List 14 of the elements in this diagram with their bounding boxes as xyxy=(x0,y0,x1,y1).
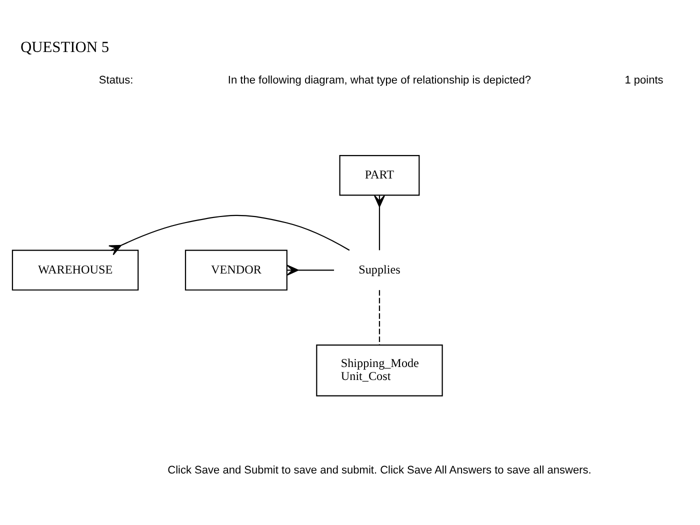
connector xyxy=(286,264,334,276)
label: In the following diagram, what type of relationship is depicted? xyxy=(228,74,532,86)
node-text: Supplies xyxy=(358,262,400,276)
node-box: WAREHOUSE xyxy=(12,249,139,290)
connector xyxy=(374,194,385,250)
diagram-title: QUESTION 5 xyxy=(20,38,110,56)
node-box: Shipping_Mode Unit_Cost xyxy=(316,344,443,396)
connector xyxy=(378,290,380,344)
connector xyxy=(108,214,350,255)
label: Status: xyxy=(98,74,134,86)
label: Click Save and Submit to save and submit. Click Save All Answers to save all answers. xyxy=(168,464,592,476)
label: 1 points xyxy=(624,74,664,86)
node-box: PART xyxy=(339,154,420,196)
node-box: VENDOR xyxy=(184,249,288,290)
